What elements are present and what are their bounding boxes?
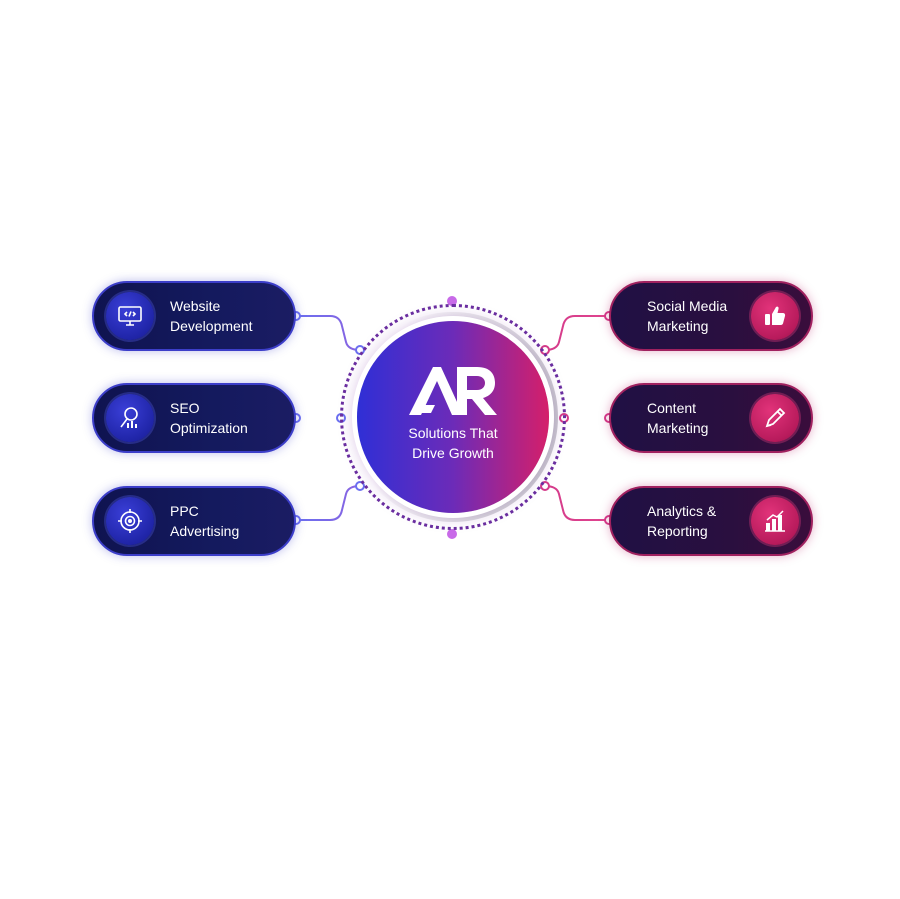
service-label: Analytics & Reporting: [647, 503, 717, 539]
service-content-marketing[interactable]: Content Marketing: [609, 383, 813, 453]
monitor-code-icon: [106, 292, 154, 340]
service-social-media-marketing[interactable]: Social Media Marketing: [609, 281, 813, 351]
service-label: SEO Optimization: [170, 400, 248, 436]
service-seo-optimization[interactable]: SEO Optimization: [92, 383, 296, 453]
service-analytics-reporting[interactable]: Analytics & Reporting: [609, 486, 813, 556]
service-label: Website Development: [170, 298, 253, 334]
bar-chart-icon: [751, 497, 799, 545]
ar-logo: [409, 367, 497, 415]
hub-circle: Solutions That Drive Growth: [357, 321, 549, 513]
service-label: Content Marketing: [647, 400, 709, 436]
hub-tagline: Solutions That Drive Growth: [408, 425, 498, 461]
ring-dot-bottom: [447, 529, 457, 539]
connector-left-bottom: [296, 485, 361, 521]
connector-right-top: [544, 315, 609, 351]
service-ppc-advertising[interactable]: PPC Advertising: [92, 486, 296, 556]
connector-left-top: [296, 315, 361, 351]
target-icon: [106, 497, 154, 545]
ring-dot-top: [447, 296, 457, 306]
pencil-icon: [751, 394, 799, 442]
service-label: PPC Advertising: [170, 503, 240, 539]
magnifier-chart-icon: [106, 394, 154, 442]
connector-right-bottom: [544, 485, 609, 521]
hub-ring: [340, 304, 566, 530]
service-website-development[interactable]: Website Development: [92, 281, 296, 351]
service-label: Social Media Marketing: [647, 298, 728, 334]
thumbs-up-icon: [751, 292, 799, 340]
